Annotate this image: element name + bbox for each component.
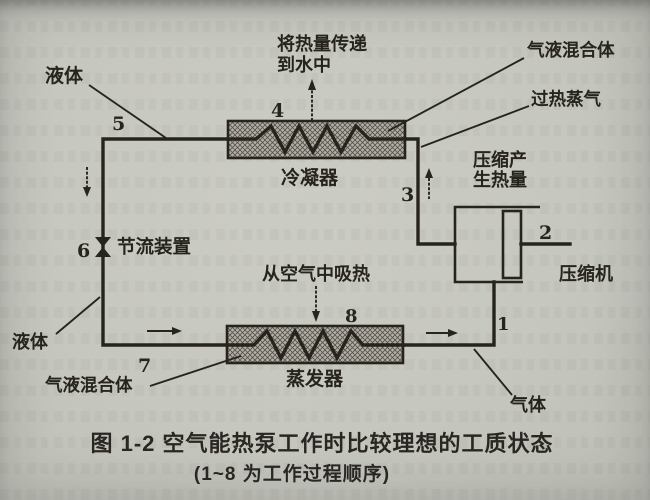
point-5: 5 [112,113,125,135]
leader-mixture-top [387,57,525,132]
figure-caption-subtitle: (1~8 为工作过程顺序) [194,462,390,485]
label-condenser: 冷凝器 [281,166,339,189]
flow-arrow-down-left-pipe [83,167,91,197]
state-liquid-top: 液体 [45,64,84,87]
state-mixture-top: 气液混合体 [526,40,615,60]
state-liquid-bottom: 液体 [12,331,49,352]
point-8: 8 [345,306,358,327]
label-evaporator: 蒸发器 [286,367,344,390]
pipe-compressor-discharge [403,137,457,246]
annotation-compression-heat-line1: 压缩产 [473,149,527,170]
throttle-valve [95,237,111,257]
point-1: 1 [497,314,510,335]
label-throttle: 节流装置 [117,236,191,257]
annotation-absorb-heat: 从空气中吸热 [262,263,370,284]
state-mixture-bottom: 气液混合体 [44,375,133,395]
compressor-piston [501,209,523,280]
state-superheated-vapor: 过热蒸气 [531,89,601,109]
leader-liquid-top [88,84,167,139]
heat-out-arrow [308,79,316,121]
flow-arrow-right-bottom-right [426,329,458,337]
leader-superheated-vapor [420,105,530,148]
condenser-coil [226,122,407,156]
point-7: 7 [138,355,151,377]
leader-liquid-bottom [55,296,101,335]
leader-mixture-bottom [149,355,242,387]
heat-in-arrow [312,286,320,322]
label-compressor: 压缩机 [559,263,613,284]
leader-gas [473,348,513,396]
point-3: 3 [401,184,414,206]
figure-caption-title: 图 1-2 空气能热泵工作时比较理想的工质状态 [90,431,553,456]
evaporator-coil [225,327,405,362]
flow-arrow-up-discharge-pipe [425,168,433,199]
annotation-heat-to-water-line2: 到水中 [277,54,331,75]
flow-arrow-right-bottom-left [147,327,182,335]
point-2: 2 [539,222,552,244]
compressor-cylinder [453,205,540,284]
annotation-heat-to-water-line1: 将热量传递 [277,33,367,54]
annotation-compression-heat-line2: 生热量 [473,169,527,190]
point-4: 4 [271,100,284,122]
pipe-bottom-right [401,280,496,347]
state-gas: 气体 [509,394,547,415]
point-6: 6 [77,240,90,262]
